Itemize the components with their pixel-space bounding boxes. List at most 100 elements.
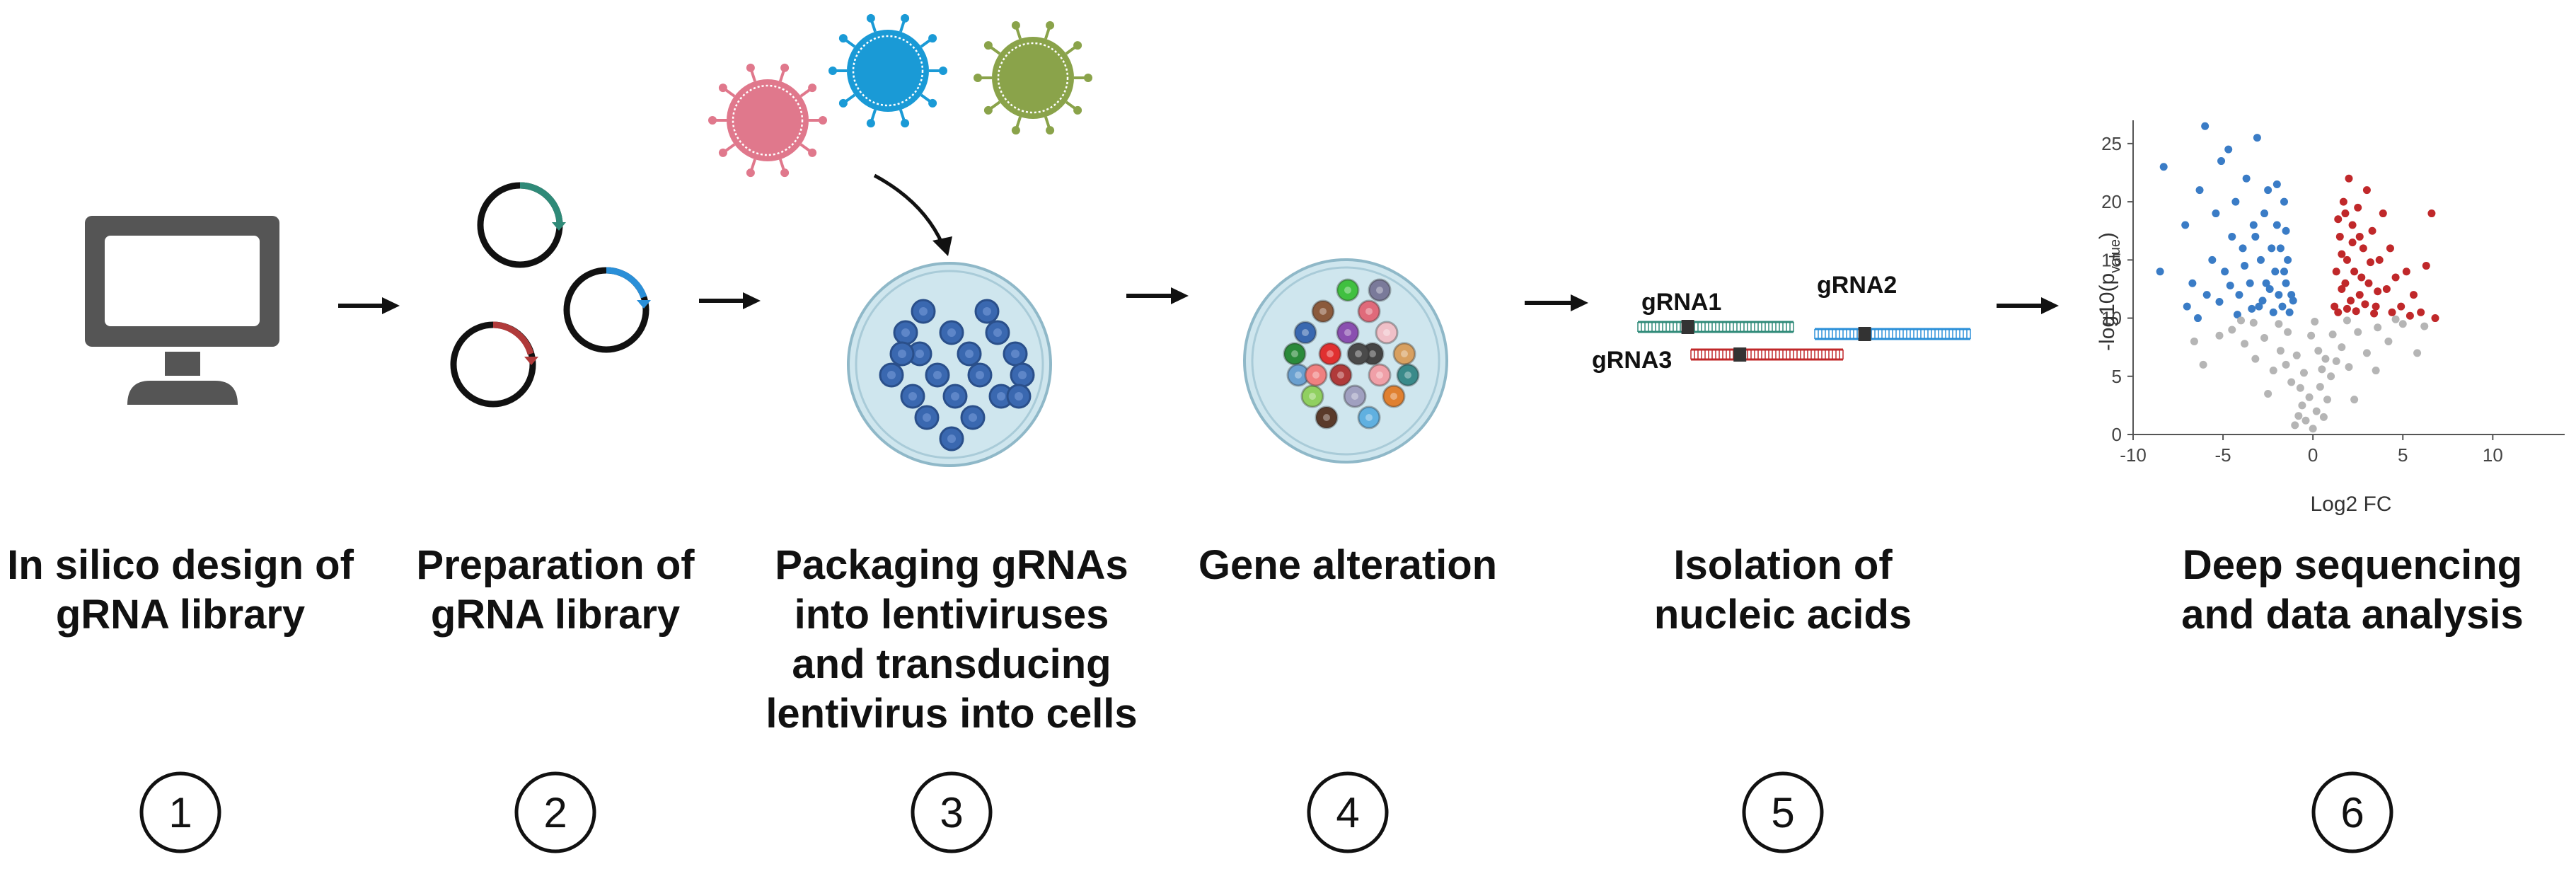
down-regulated-point <box>2249 221 2258 229</box>
non-significant-point <box>2296 384 2304 392</box>
non-significant-point <box>2413 349 2422 357</box>
down-regulated-point <box>2282 226 2290 235</box>
non-significant-point <box>2420 322 2429 330</box>
up-regulated-point <box>2338 250 2346 258</box>
up-regulated-point <box>2350 267 2359 276</box>
up-regulated-point <box>2345 174 2353 183</box>
non-significant-point <box>2374 323 2382 332</box>
y-axis-subscript: value <box>2108 239 2123 273</box>
cell <box>1315 405 1339 430</box>
non-significant-point <box>2328 330 2337 339</box>
up-regulated-point <box>2386 244 2394 253</box>
up-regulated-point <box>2343 304 2351 313</box>
non-significant-point <box>2282 360 2290 369</box>
y-tick-label: 15 <box>2101 249 2122 270</box>
non-significant-point <box>2345 363 2353 372</box>
up-regulated-point <box>2370 309 2379 318</box>
non-significant-point <box>2309 425 2317 433</box>
down-regulated-point <box>2280 197 2288 206</box>
up-regulated-point <box>2410 291 2418 299</box>
step-label-line: lentivirus into cells <box>766 691 1137 737</box>
up-regulated-point <box>2348 221 2357 229</box>
grna3-label: gRNA3 <box>1592 347 1672 374</box>
down-regulated-point <box>2235 291 2243 299</box>
step-label-line: Gene alteration <box>1199 542 1497 588</box>
non-significant-point <box>2327 372 2335 381</box>
up-regulated-point <box>2368 226 2376 235</box>
step-number-badge: 2 <box>514 771 596 853</box>
non-significant-point <box>2276 347 2285 355</box>
down-regulated-point <box>2268 244 2276 253</box>
step-label-line: gRNA library <box>431 592 680 638</box>
step-number-badge: 4 <box>1307 771 1389 853</box>
down-regulated-point <box>2248 304 2256 313</box>
cell <box>1311 299 1335 323</box>
grna1-label: gRNA1 <box>1641 289 1721 316</box>
non-significant-point <box>2343 316 2351 325</box>
y-tick-label: 5 <box>2112 366 2122 387</box>
non-significant-point <box>2291 421 2299 430</box>
step-number-badge: 3 <box>911 771 993 853</box>
down-regulated-point <box>2260 209 2269 218</box>
lentivirus-icon <box>828 13 947 128</box>
lentivirus-icon <box>708 63 827 178</box>
non-significant-point <box>2305 393 2314 401</box>
non-significant-point <box>2314 347 2323 355</box>
y-axis-title: -log10(pvalue) <box>2096 232 2123 351</box>
up-regulated-point <box>2338 284 2346 293</box>
cell <box>1357 299 1381 323</box>
up-regulated-point <box>2388 308 2396 316</box>
step-number: 5 <box>1771 789 1794 836</box>
non-significant-point <box>2215 331 2224 340</box>
cell <box>1336 321 1360 345</box>
up-regulated-point <box>2357 273 2366 282</box>
up-regulated-point <box>2343 255 2351 264</box>
up-regulated-point <box>2330 302 2339 311</box>
down-regulated-point <box>2275 291 2283 299</box>
down-regulated-point <box>2251 232 2260 241</box>
cell <box>1283 342 1307 366</box>
down-regulated-point <box>2269 308 2277 316</box>
step-number-badge: 6 <box>2311 771 2393 853</box>
rna-strand <box>1637 320 1794 334</box>
non-significant-point <box>2294 412 2303 420</box>
step-label: Gene alteration <box>1199 542 1497 588</box>
non-significant-point <box>2350 396 2359 404</box>
cell <box>1293 321 1317 345</box>
down-regulated-point <box>2156 267 2164 276</box>
x-axis-title: Log2 FC <box>2310 493 2391 516</box>
petri-dish-icon <box>1243 258 1448 464</box>
up-regulated-point <box>2402 267 2410 276</box>
non-significant-point <box>2391 315 2400 323</box>
y-tick-label: 20 <box>2101 191 2122 212</box>
petri-dish-icon <box>847 262 1052 467</box>
down-regulated-point <box>2183 302 2191 311</box>
down-regulated-point <box>2233 311 2241 319</box>
rna-strand <box>1814 327 1971 341</box>
down-regulated-point <box>2208 255 2217 264</box>
up-regulated-point <box>2332 267 2340 276</box>
non-significant-point <box>2323 396 2331 404</box>
down-regulated-point <box>2228 232 2236 241</box>
up-regulated-point <box>2348 238 2357 247</box>
cell <box>1368 278 1392 302</box>
down-regulated-point <box>2242 174 2251 183</box>
down-regulated-point <box>2264 186 2272 195</box>
y-tick-label: 25 <box>2101 133 2122 154</box>
up-regulated-point <box>2339 197 2347 206</box>
plasmid-icon <box>563 267 651 353</box>
down-regulated-point <box>2215 298 2224 306</box>
non-significant-point <box>2318 365 2326 374</box>
down-regulated-point <box>2241 262 2249 270</box>
non-significant-point <box>2260 334 2269 343</box>
up-regulated-point <box>2364 279 2373 287</box>
down-regulated-point <box>2224 145 2233 154</box>
up-regulated-point <box>2354 203 2362 212</box>
non-significant-point <box>2228 326 2236 334</box>
non-significant-point <box>2301 416 2310 425</box>
step-label-line: Isolation of <box>1673 542 1893 588</box>
step-number: 4 <box>1336 789 1359 836</box>
up-regulated-point <box>2379 209 2387 218</box>
cell <box>1304 363 1328 387</box>
